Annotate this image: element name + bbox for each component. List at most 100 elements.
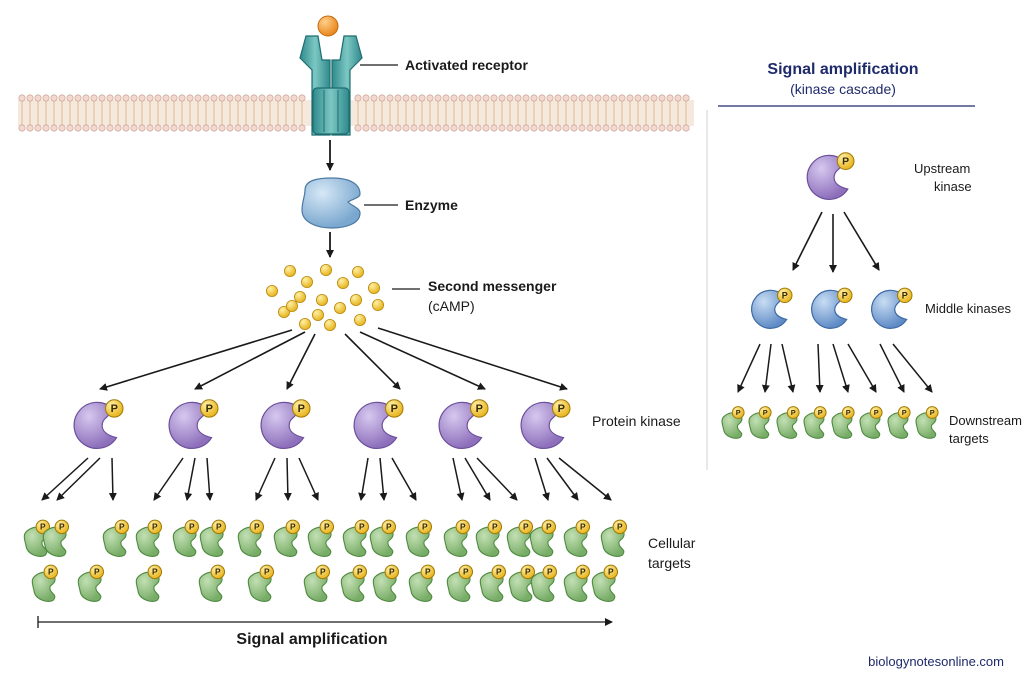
lipid-head [674,94,682,102]
lipid-head [114,124,122,132]
phosphate-circle [211,519,227,535]
phosphate-label: P [496,567,502,577]
lipid-head [410,124,418,132]
phosphate-label: P [842,157,849,168]
lipid-head [682,124,690,132]
lipid-head [50,94,58,102]
lipid-head [58,124,66,132]
lipid-head [586,124,594,132]
lipid-head [18,94,26,102]
upstream-kinase-shape: P [806,152,855,200]
lipid-head [634,94,642,102]
target-body [446,571,471,602]
phosphate-icon: P [575,519,591,535]
phosphate-icon: P [114,519,130,535]
target-body [776,412,798,439]
target-body [172,526,197,557]
phosphate-icon: P [147,519,163,535]
kinase-to-target-arrows [41,457,612,501]
lipid-head [218,124,226,132]
phosphate-label: P [902,408,907,417]
target-body [369,526,394,557]
target-body [506,526,531,557]
lipid-head [474,94,482,102]
lipid-head [282,94,290,102]
phosphate-circle [575,519,591,535]
lipid-head [466,94,474,102]
middle-downstream-arrow [737,343,761,393]
lipid-head [458,124,466,132]
lipid-head [450,94,458,102]
phosphate-label: P [523,522,529,532]
lipid-head [434,124,442,132]
camp-molecule [336,276,349,289]
lipid-head [514,94,522,102]
phosphate-icon: P [54,519,70,535]
target-body [135,526,160,557]
lipid-head [666,124,674,132]
lipid-head [354,94,362,102]
phosphate-circle [836,152,855,171]
target-body [591,571,616,602]
lipid-head [122,94,130,102]
phosphate-label: P [608,567,614,577]
phosphate-label: P [580,567,586,577]
phosphate-icon: P [612,519,628,535]
messenger-to-kinase-arrows [99,327,568,391]
lipid-head [250,94,258,102]
camp-molecule [277,305,290,318]
phosphate-label: P [40,522,46,532]
phosphate-label: P [389,567,395,577]
lipid-head [226,94,234,102]
protein-kinase-label: Protein kinase [592,413,681,429]
camp-molecule [371,298,384,311]
lipid-head [138,94,146,102]
camp-molecule [367,281,380,294]
lipid-head [578,124,586,132]
camp-molecule [300,275,313,288]
middle-kinase-shape: P [811,287,853,329]
lipid-head [578,94,586,102]
phosphate-icon: P [211,519,227,535]
lipid-head [634,124,642,132]
lipid-head [402,124,410,132]
phosphate-circle [184,519,200,535]
phosphate-circle [147,564,163,580]
phosphate-label: P [359,522,365,532]
kinase-target-arrow [56,457,101,501]
target-body [479,571,504,602]
phosphate-circle [105,399,124,418]
lipid-head [194,94,202,102]
phosphate-icon: P [542,564,558,580]
phosphate-icon: P [105,399,124,418]
lipid-head [626,124,634,132]
lipid-head [154,124,162,132]
lipid-head [34,124,42,132]
lipid-head [562,124,570,132]
lipid-head [522,94,530,102]
target-body [307,526,332,557]
phosphate-icon: P [575,564,591,580]
lipid-head [362,94,370,102]
phosphate-icon: P [541,519,557,535]
lipid-head [610,124,618,132]
phosphate-icon: P [420,564,436,580]
phosphate-icon: P [89,564,105,580]
phosphate-label: P [206,403,213,415]
target-body [563,526,588,557]
lipid-head [546,94,554,102]
lipid-head [394,124,402,132]
lipid-head [418,124,426,132]
kinase-target-arrow [452,457,465,501]
phosphate-label: P [492,522,498,532]
phosphate-icon: P [285,519,301,535]
lipid-head [82,124,90,132]
lipid-head [210,94,218,102]
lipid-head [642,94,650,102]
camp-molecule [319,263,332,276]
target-protein: P [915,406,939,439]
target-protein: P [563,564,591,602]
phosphate-circle [354,519,370,535]
phosphate-label: P [476,403,483,415]
kinase-body [520,401,565,449]
